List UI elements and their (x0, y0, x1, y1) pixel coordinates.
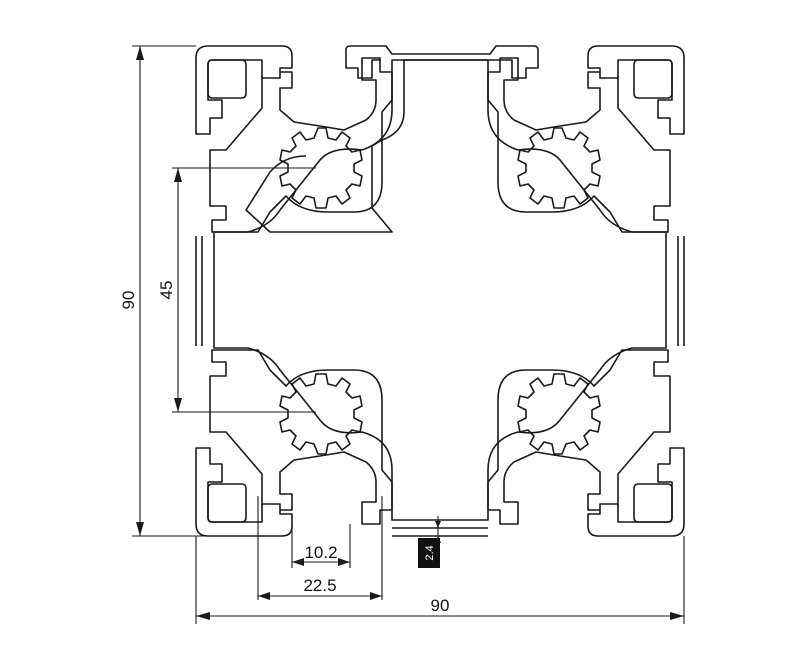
dimension-slot-opening: 10.2 (291, 524, 351, 568)
side-rails (195, 236, 685, 537)
profile-outline (195, 45, 539, 233)
dimension-overall-height: 90 (119, 45, 262, 537)
star-hole-top-left (279, 127, 363, 209)
corner-top-left (207, 57, 393, 233)
dimension-wall-thickness: 2.4 (418, 516, 441, 568)
label-overall-width: 90 (431, 596, 450, 615)
dimension-slot-width: 22.5 (257, 496, 383, 600)
corner-bottom-left (195, 349, 393, 537)
label-wall-thickness: 2.4 (424, 545, 436, 560)
corner-top-right (487, 45, 685, 233)
label-slot-width: 22.5 (303, 576, 336, 595)
dimension-overall-width: 90 (195, 536, 685, 624)
dimension-hole-spacing: 45 (157, 167, 316, 413)
label-overall-height: 90 (119, 291, 138, 310)
label-slot-opening: 10.2 (304, 543, 337, 562)
central-cavity (213, 59, 667, 521)
corner-bottom-right (487, 349, 685, 537)
label-hole-spacing: 45 (157, 281, 176, 300)
